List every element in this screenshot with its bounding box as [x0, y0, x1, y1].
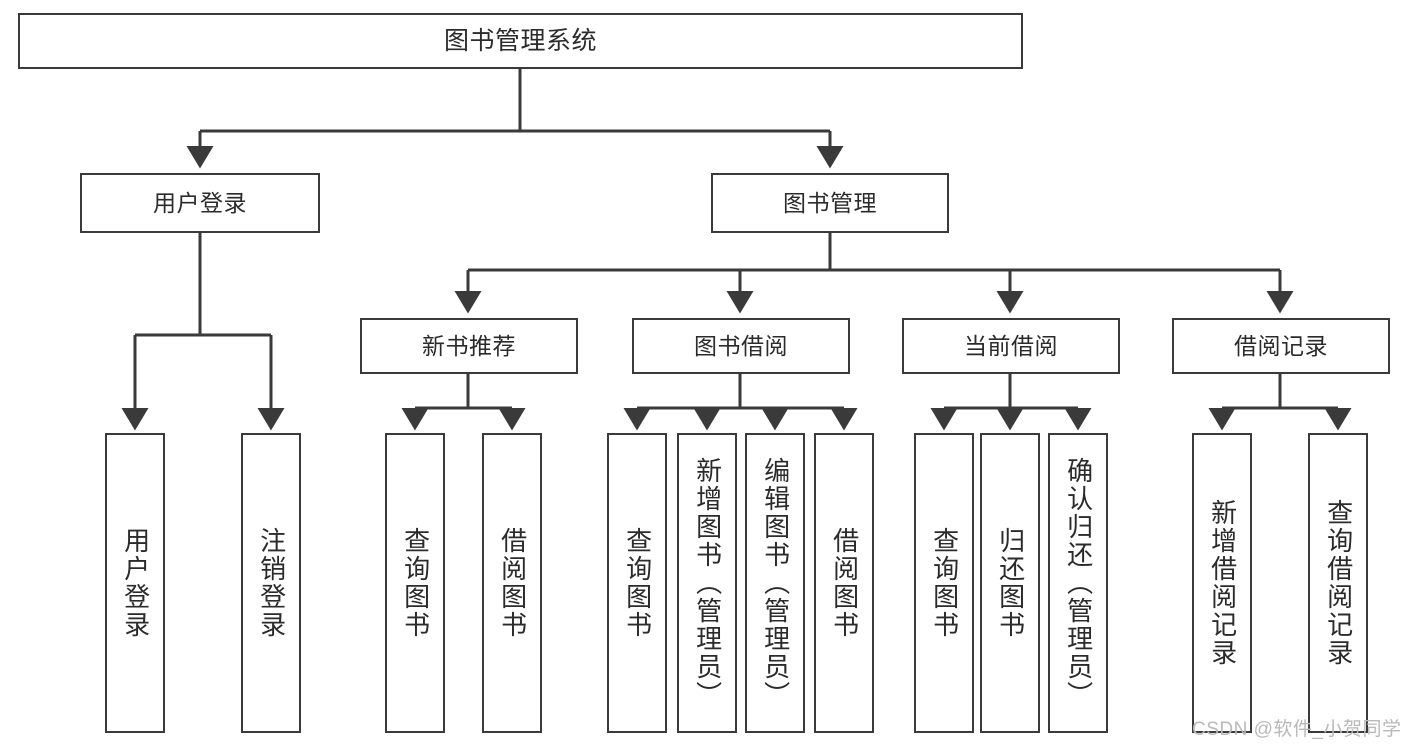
node-label: 当前借阅 — [964, 332, 1058, 359]
node-book-borrow[interactable]: 图书借阅 — [632, 318, 850, 374]
node-root-book-management-system[interactable]: 图书管理系统 — [18, 13, 1023, 69]
node-label: 借阅图书 — [829, 527, 860, 639]
node-leaf-confirm-return-admin[interactable]: 确认归还（管理员） — [1048, 433, 1108, 733]
node-new-book-recommend[interactable]: 新书推荐 — [360, 318, 578, 374]
node-leaf-query-borrow-record[interactable]: 查询借阅记录 — [1308, 433, 1368, 733]
node-leaf-edit-book-admin[interactable]: 编辑图书（管理员） — [745, 433, 805, 733]
watermark-text: CSDN @软件_小贺同学 — [1192, 719, 1402, 740]
node-label: 注销登录 — [256, 527, 287, 639]
node-label: 用户登录 — [153, 189, 247, 216]
node-leaf-return-book[interactable]: 归还图书 — [980, 433, 1040, 733]
node-leaf-logout[interactable]: 注销登录 — [241, 433, 301, 733]
node-label: 用户登录 — [120, 527, 151, 639]
node-label: 编辑图书（管理员） — [760, 457, 791, 709]
node-label: 图书借阅 — [694, 332, 788, 359]
node-leaf-borrow-book[interactable]: 借阅图书 — [814, 433, 874, 733]
node-label: 确认归还（管理员） — [1063, 457, 1094, 709]
node-leaf-query-book-borrow[interactable]: 查询图书 — [607, 433, 667, 733]
node-label: 新增借阅记录 — [1207, 499, 1238, 667]
node-current-borrow[interactable]: 当前借阅 — [902, 318, 1120, 374]
node-leaf-borrow-book-recommend[interactable]: 借阅图书 — [482, 433, 542, 733]
node-label: 查询图书 — [929, 527, 960, 639]
node-label: 查询图书 — [622, 527, 653, 639]
node-label: 图书管理系统 — [443, 26, 597, 55]
node-borrow-record[interactable]: 借阅记录 — [1172, 318, 1390, 374]
node-label: 新书推荐 — [422, 332, 516, 359]
node-label: 查询借阅记录 — [1323, 499, 1354, 667]
node-label: 新增图书（管理员） — [692, 457, 723, 709]
node-leaf-query-book-recommend[interactable]: 查询图书 — [385, 433, 445, 733]
node-label: 借阅图书 — [497, 527, 528, 639]
node-book-management[interactable]: 图书管理 — [711, 173, 949, 233]
node-user-login[interactable]: 用户登录 — [80, 173, 320, 233]
node-leaf-query-book-current[interactable]: 查询图书 — [914, 433, 974, 733]
node-label: 借阅记录 — [1234, 332, 1328, 359]
node-label: 图书管理 — [783, 189, 877, 216]
node-leaf-add-book-admin[interactable]: 新增图书（管理员） — [677, 433, 737, 733]
node-leaf-user-login[interactable]: 用户登录 — [105, 433, 165, 733]
node-label: 查询图书 — [400, 527, 431, 639]
node-label: 归还图书 — [995, 527, 1026, 639]
node-leaf-add-borrow-record[interactable]: 新增借阅记录 — [1192, 433, 1252, 733]
